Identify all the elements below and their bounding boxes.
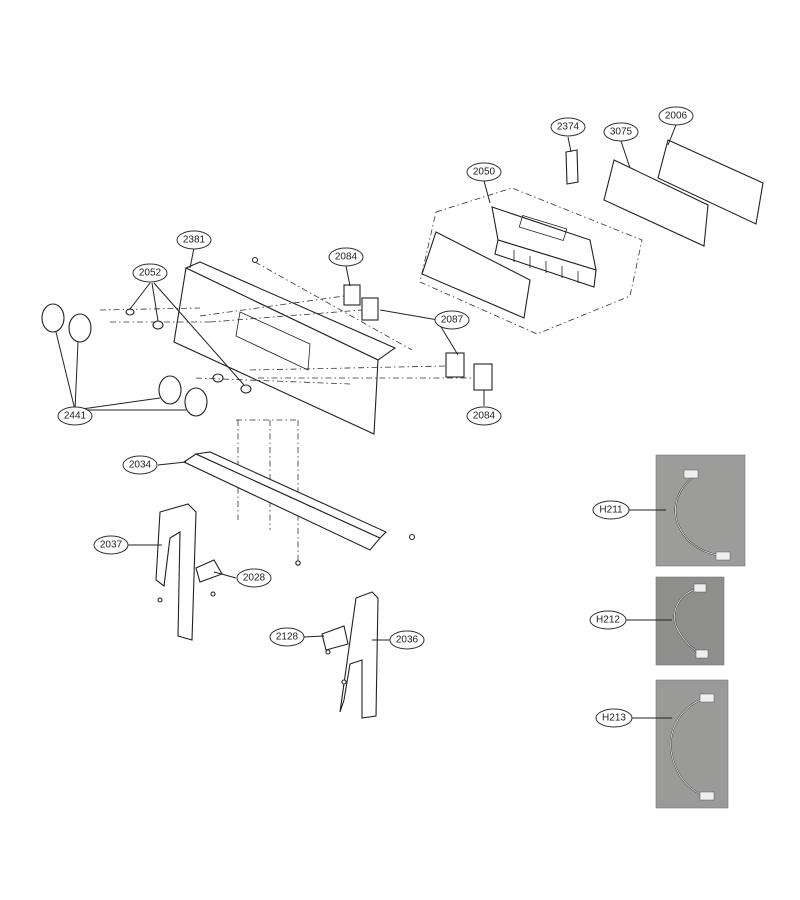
part-2034-rail xyxy=(182,453,381,551)
part-2006-panel xyxy=(657,139,764,225)
part-2028-clip xyxy=(195,559,223,583)
svg-text:2374: 2374 xyxy=(557,122,580,133)
panel-display-window xyxy=(235,311,311,371)
callout-h212: H212 xyxy=(589,610,627,630)
part-2050-film xyxy=(421,231,531,319)
svg-text:2006: 2006 xyxy=(665,111,688,122)
callout-2036: 2036 xyxy=(389,630,425,650)
part-2381-panel xyxy=(173,267,379,435)
callout-2128: 2128 xyxy=(269,627,305,647)
callout-2050: 2050 xyxy=(466,162,502,182)
display-assembly-outline xyxy=(419,187,643,335)
part-2087-switch-top xyxy=(361,297,379,321)
callout-2087: 2087 xyxy=(434,310,470,330)
svg-text:2050: 2050 xyxy=(473,167,496,178)
svg-text:H211: H211 xyxy=(599,505,623,516)
part-2084-switch-bottom xyxy=(473,363,493,391)
callout-2006: 2006 xyxy=(658,106,694,126)
part-2087-switch-bottom xyxy=(445,352,465,378)
harness-h213-photo xyxy=(655,679,729,809)
svg-text:2087: 2087 xyxy=(441,315,464,326)
part-2374-bracket xyxy=(565,149,579,185)
svg-text:2028: 2028 xyxy=(243,573,266,584)
svg-text:2381: 2381 xyxy=(183,235,206,246)
part-2084-switch-top xyxy=(343,284,361,306)
part-2441-knobs xyxy=(41,303,208,417)
svg-text:H213: H213 xyxy=(602,713,626,724)
svg-text:2052: 2052 xyxy=(139,268,162,279)
part-3075-panel xyxy=(603,159,709,247)
callout-2052: 2052 xyxy=(132,263,168,283)
svg-text:3075: 3075 xyxy=(610,127,633,138)
callout-2028: 2028 xyxy=(236,568,272,588)
callout-2034: 2034 xyxy=(122,455,158,475)
svg-text:2084: 2084 xyxy=(335,252,358,263)
callout-3075: 3075 xyxy=(603,122,639,142)
part-2034-rail-top xyxy=(194,451,387,539)
svg-text:2128: 2128 xyxy=(276,632,299,643)
callout-2037: 2037 xyxy=(93,535,129,555)
svg-text:2034: 2034 xyxy=(129,460,152,471)
part-2037-bracket xyxy=(155,503,197,641)
callout-2441: 2441 xyxy=(57,406,93,426)
part-2128-clip xyxy=(321,625,349,651)
harness-h211-photo xyxy=(655,454,746,567)
callout-2381: 2381 xyxy=(176,230,212,250)
svg-text:H212: H212 xyxy=(596,615,620,626)
svg-text:2036: 2036 xyxy=(396,635,419,646)
svg-text:2037: 2037 xyxy=(100,540,123,551)
svg-text:2441: 2441 xyxy=(64,411,87,422)
harness-h212-photo xyxy=(655,576,725,666)
callout-2084-top: 2084 xyxy=(328,247,364,267)
callout-2374: 2374 xyxy=(550,117,586,137)
callout-h211: H211 xyxy=(592,500,630,520)
part-2050-board-front xyxy=(494,239,597,288)
callout-h213: H213 xyxy=(595,708,633,728)
svg-text:2084: 2084 xyxy=(473,411,496,422)
callout-2084-bottom: 2084 xyxy=(466,406,502,426)
part-2036-bracket xyxy=(339,591,379,719)
